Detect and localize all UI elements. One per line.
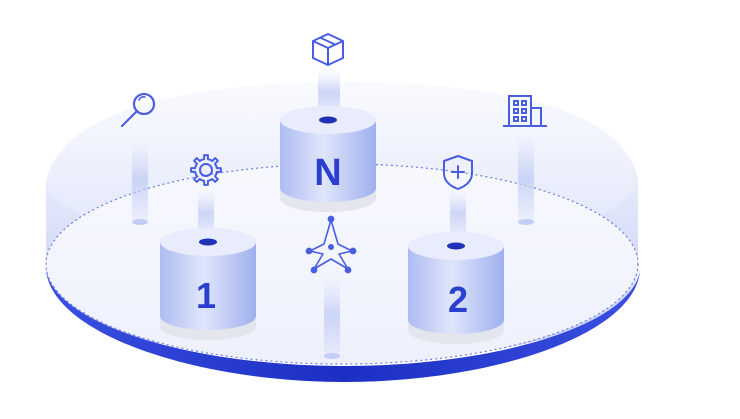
building-icon xyxy=(503,95,547,127)
floor-marker-front xyxy=(324,353,340,359)
beam-left-outer xyxy=(132,140,148,220)
node-n-cylinder: N xyxy=(280,106,376,212)
shield-plus-icon xyxy=(443,155,473,190)
node-n-label: N xyxy=(314,152,341,194)
gear-icon xyxy=(190,154,222,186)
node-1-label: 1 xyxy=(196,275,216,316)
beam-left-inner xyxy=(198,190,214,236)
node-1-cylinder: 1 xyxy=(160,228,256,340)
beam-top xyxy=(318,68,340,118)
magnifier-search-icon xyxy=(120,92,156,128)
platform-blue-rim xyxy=(46,270,640,382)
floor-marker-right xyxy=(518,219,534,225)
node-2-label: 2 xyxy=(448,279,468,320)
node-2-cylinder: 2 xyxy=(408,232,504,344)
network-star-icon xyxy=(305,215,357,274)
beam-right-inner xyxy=(450,190,466,236)
package-box-icon xyxy=(312,33,344,66)
beam-front xyxy=(324,276,340,354)
beam-right-outer xyxy=(518,134,534,220)
floor-marker-left xyxy=(132,219,148,225)
